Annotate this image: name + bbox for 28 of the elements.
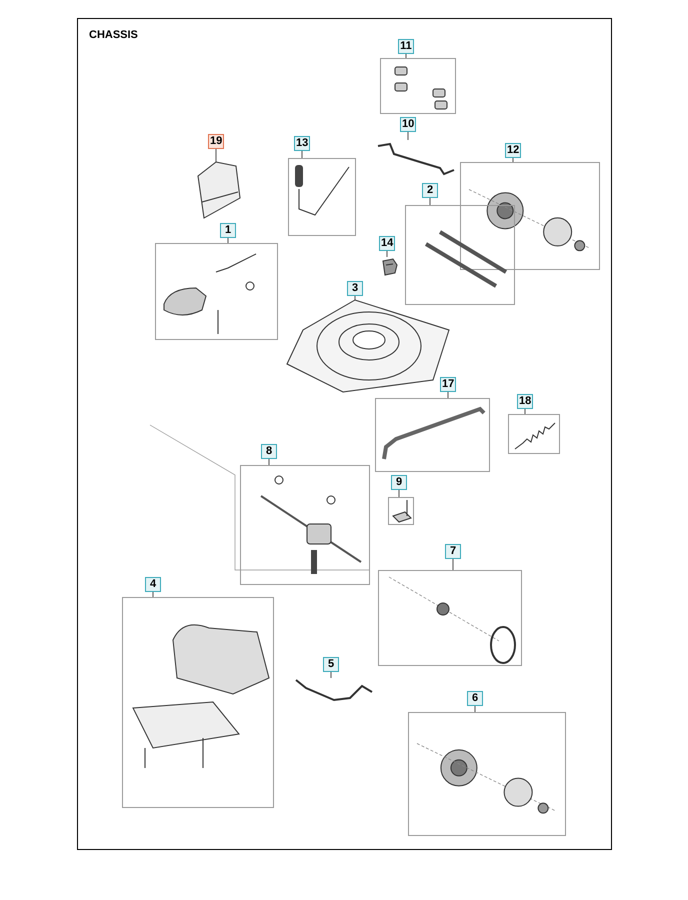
- leader-line: [386, 250, 388, 258]
- callout-number: 12: [505, 143, 522, 158]
- callout-number: 10: [400, 117, 416, 132]
- callout-number: 3: [347, 281, 363, 296]
- callout-number: 11: [398, 39, 414, 54]
- callout-number: 7: [445, 544, 461, 559]
- callout-number: 8: [261, 444, 277, 459]
- leader-line: [524, 408, 526, 414]
- leader-line: [268, 458, 270, 466]
- callout-number: 17: [440, 377, 456, 392]
- callout-number: 18: [517, 394, 534, 409]
- callout-number: 5: [323, 657, 339, 672]
- title: CHASSIS: [89, 30, 138, 41]
- leader-line: [398, 490, 400, 498]
- callout-number: 14: [379, 236, 396, 251]
- callout-number: 19: [208, 134, 224, 149]
- leader-line: [354, 296, 356, 300]
- leader-line: [452, 558, 454, 570]
- callout-number: 6: [467, 691, 483, 706]
- leader-line: [474, 706, 476, 712]
- callout-number: 2: [422, 183, 438, 198]
- leader-line: [512, 158, 514, 162]
- leader-line: [152, 592, 154, 598]
- callout-number: 9: [391, 475, 407, 490]
- callout-number: 13: [294, 136, 310, 151]
- callout-number: 4: [145, 577, 161, 592]
- leader-line: [330, 672, 332, 678]
- callout-number: 1: [220, 223, 236, 238]
